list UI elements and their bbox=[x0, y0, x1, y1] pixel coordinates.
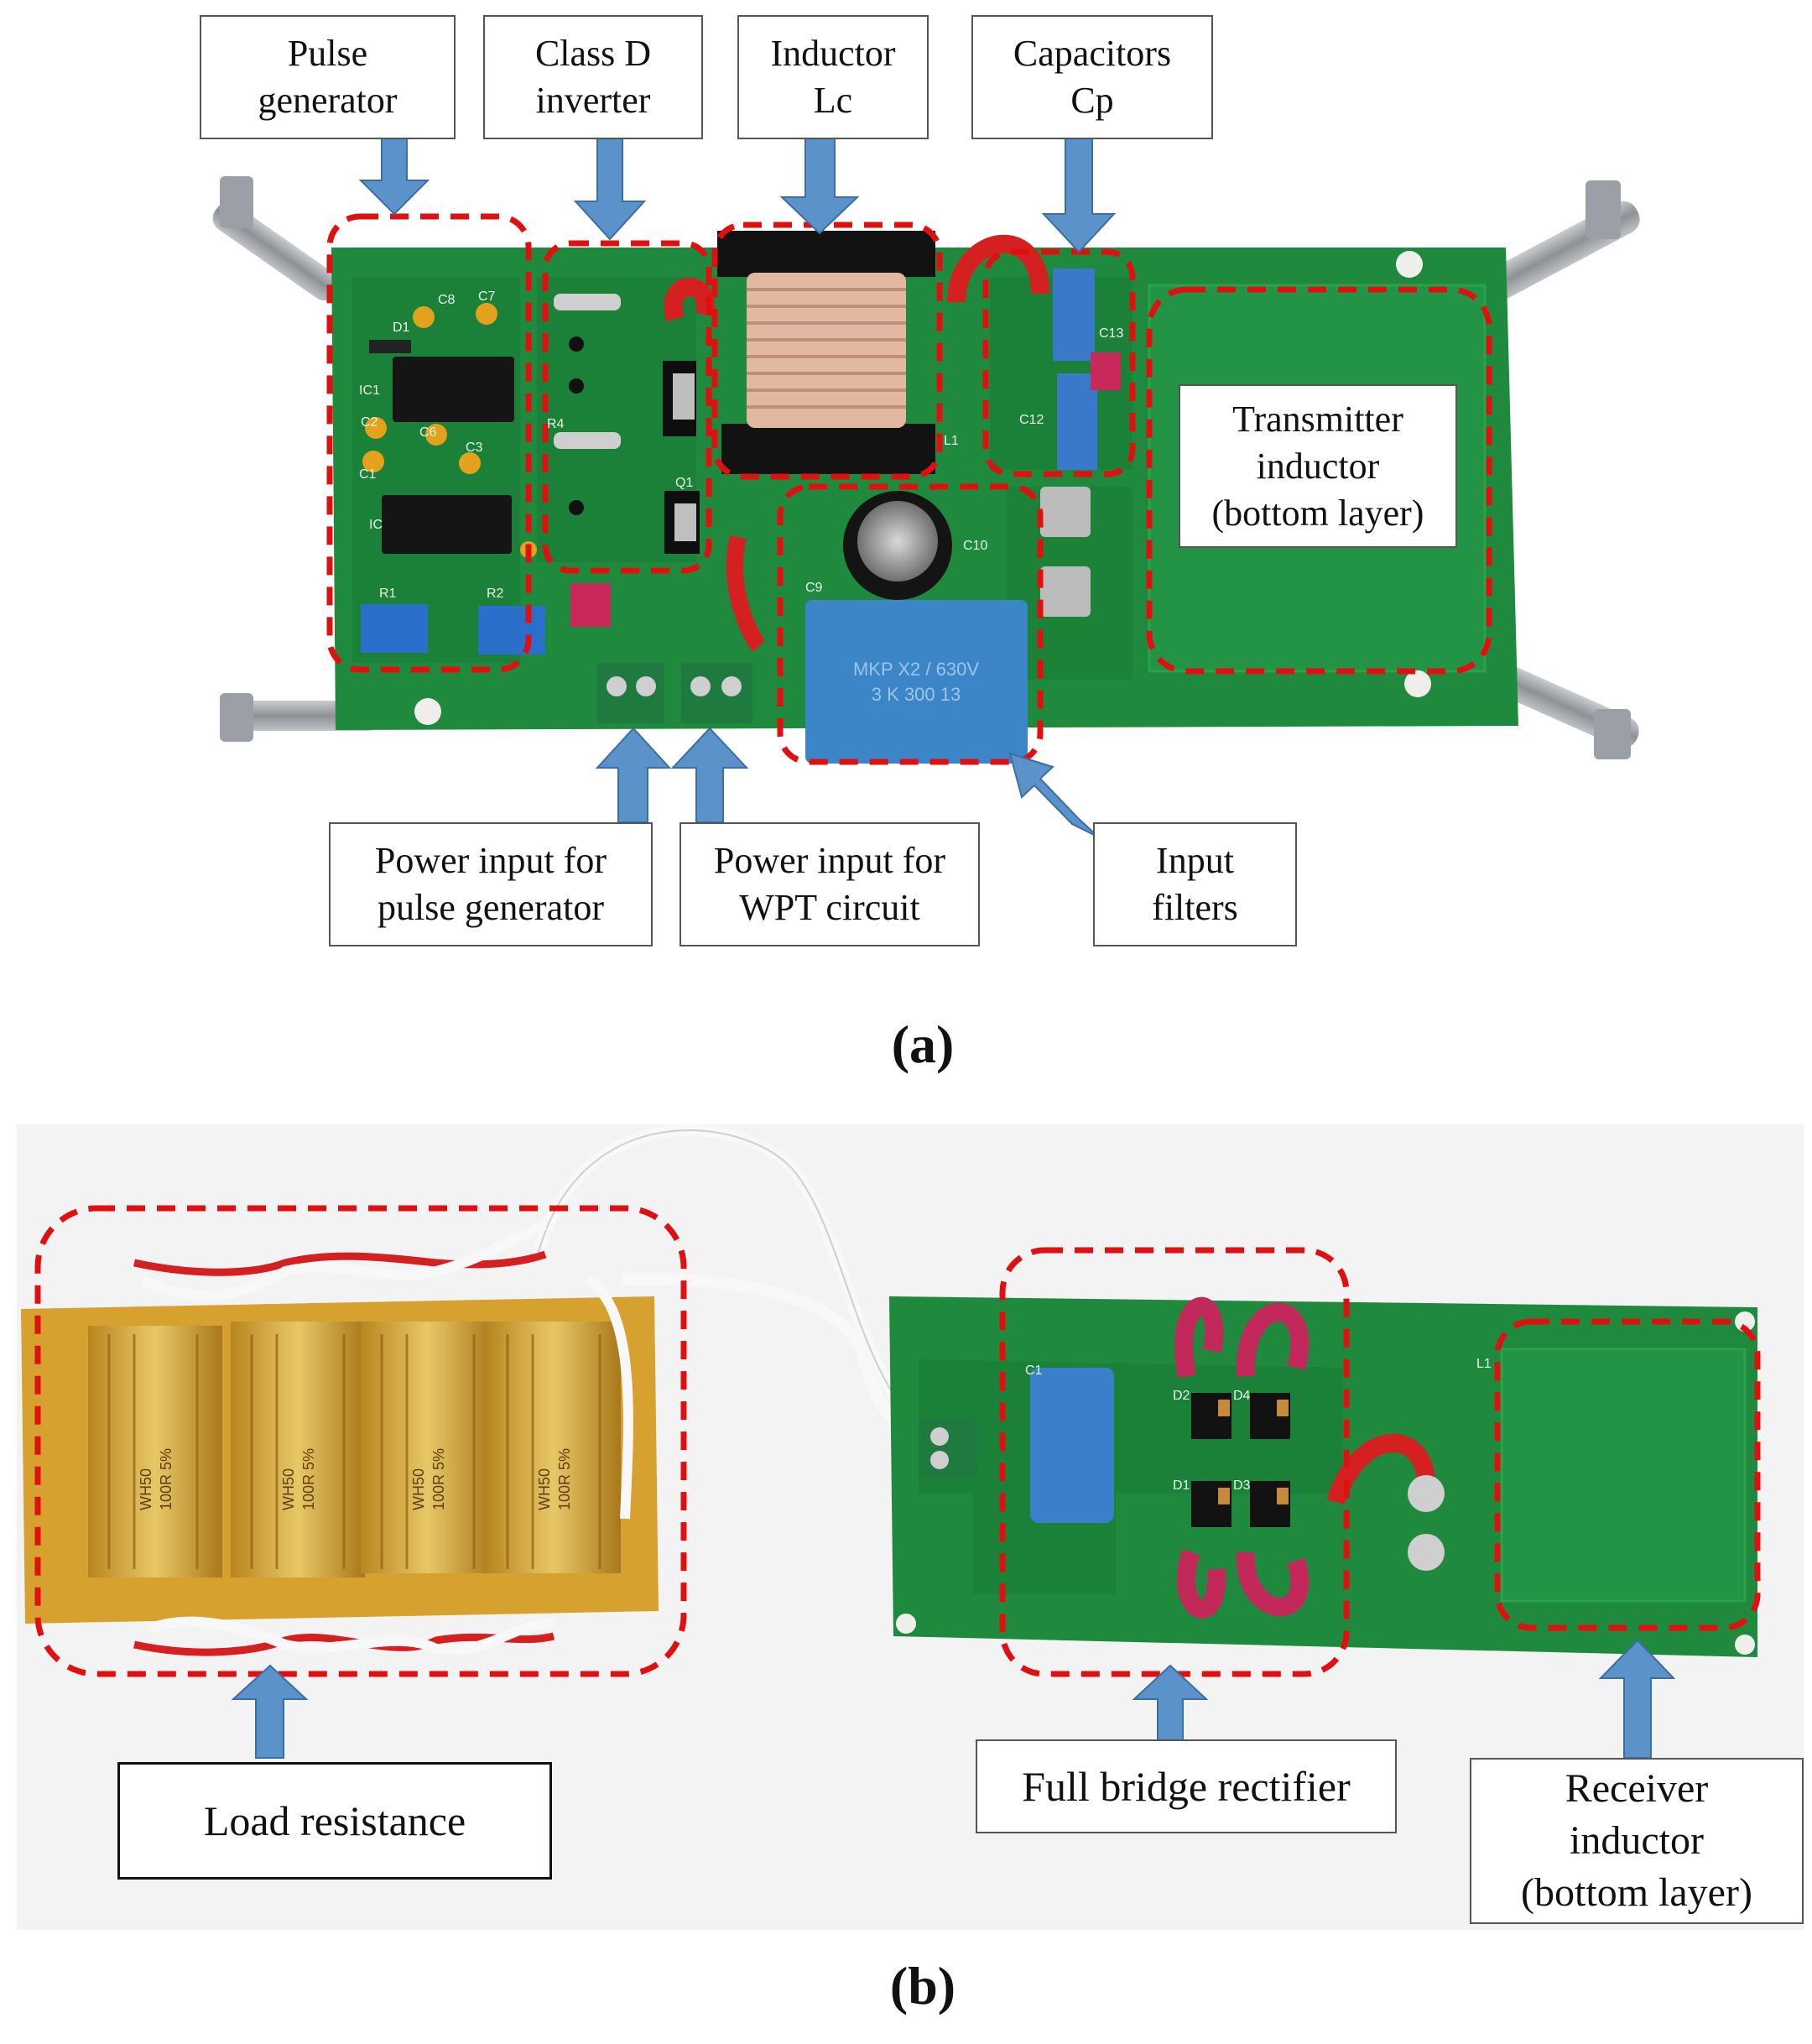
region-load-resistance bbox=[34, 1205, 687, 1677]
silkscreen-label: C1 bbox=[359, 467, 377, 482]
resistor-marking: WH50 bbox=[536, 1468, 553, 1510]
arrow-pulse-generator bbox=[358, 138, 430, 216]
arrow-inductor-lc bbox=[779, 138, 860, 235]
silkscreen-label: D4 bbox=[1233, 1389, 1251, 1403]
standoff-bottom-right bbox=[1482, 660, 1639, 759]
rectifier-capacitor bbox=[1030, 1368, 1114, 1523]
silkscreen-label: C7 bbox=[478, 289, 496, 304]
region-class-d-inverter bbox=[542, 240, 712, 574]
resistor-marking: 100R 5% bbox=[556, 1448, 573, 1510]
silkscreen-label: IC1 bbox=[359, 383, 380, 398]
standoff-top-right bbox=[1464, 180, 1640, 311]
label-input-filters: Input filters bbox=[1093, 822, 1297, 946]
silkscreen-label: C6 bbox=[419, 425, 437, 440]
ic-chip bbox=[393, 357, 514, 422]
label-full-bridge-rectifier: Full bridge rectifier bbox=[976, 1739, 1397, 1833]
resistor-marking: 100R 5% bbox=[430, 1448, 447, 1510]
region-input-filters bbox=[777, 483, 1044, 765]
arrow-receiver-inductor bbox=[1598, 1639, 1676, 1759]
region-inductor-lc bbox=[711, 222, 943, 480]
input-filter-capacitor bbox=[805, 600, 1028, 764]
panel-b-caption: (b) bbox=[889, 1956, 956, 2015]
standoff-top-left bbox=[212, 176, 341, 301]
terminal-block-pulse bbox=[597, 663, 664, 723]
silkscreen-label: Q1 bbox=[675, 476, 693, 490]
trimmer-r1 bbox=[361, 604, 428, 653]
silkscreen-label: C10 bbox=[963, 539, 987, 553]
arrow-class-d-inverter bbox=[573, 138, 647, 241]
arrow-power-input-pulse bbox=[595, 727, 672, 823]
load-resistors bbox=[88, 1322, 621, 1577]
terminal-block-wpt bbox=[681, 663, 752, 723]
label-pulse-generator: Pulse generator bbox=[200, 15, 456, 139]
label-power-input-wpt: Power input for WPT circuit bbox=[680, 822, 980, 946]
silkscreen-label: C9 bbox=[805, 581, 823, 595]
silkscreen-label: D3 bbox=[1233, 1478, 1251, 1493]
arrow-capacitors-cp bbox=[1041, 138, 1117, 253]
arrow-load-resistance bbox=[231, 1664, 309, 1759]
resistor-marking: WH50 bbox=[138, 1468, 154, 1510]
resistor-marking: 100R 5% bbox=[158, 1448, 174, 1510]
silkscreen-label: C1 bbox=[1025, 1364, 1043, 1378]
region-pulse-generator bbox=[326, 213, 532, 673]
label-power-input-pulse: Power input for pulse generator bbox=[329, 822, 653, 946]
small-capacitors bbox=[362, 303, 537, 558]
resistor-marking: WH50 bbox=[280, 1468, 297, 1510]
label-capacitors-cp: Capacitors Cp bbox=[971, 15, 1213, 139]
silkscreen-label: D2 bbox=[1173, 1389, 1190, 1403]
inductor-lc-component bbox=[717, 231, 935, 474]
resistor-marking: WH50 bbox=[410, 1468, 427, 1510]
silkscreen-label: D1 bbox=[1173, 1478, 1190, 1493]
silkscreen-label: R2 bbox=[487, 587, 504, 601]
trimmer-r2 bbox=[478, 606, 545, 654]
silkscreen-label: C8 bbox=[438, 293, 456, 307]
region-capacitors-cp bbox=[982, 248, 1136, 477]
panel-a-arrows bbox=[358, 138, 1117, 838]
capacitor-marking-line2: 3 K 300 13 bbox=[872, 684, 961, 705]
region-transmitter-inductor bbox=[1146, 286, 1492, 675]
panel-a-caption: (a) bbox=[891, 1014, 955, 1074]
silkscreen-label: C2 bbox=[361, 415, 378, 430]
silkscreen-label: L1 bbox=[944, 434, 959, 448]
silkscreen-label: D1 bbox=[393, 321, 410, 335]
label-inductor-lc: Inductor Lc bbox=[737, 15, 929, 139]
silkscreen-label: C13 bbox=[1099, 326, 1123, 341]
arrow-full-bridge-rectifier bbox=[1132, 1664, 1209, 1742]
ic-chip bbox=[382, 495, 512, 554]
panel-b-arrows bbox=[231, 1639, 1676, 1759]
panel-a-highlight-regions bbox=[326, 213, 1492, 765]
resistor-marking: 100R 5% bbox=[300, 1448, 317, 1510]
label-receiver-inductor: Receiver inductor (bottom layer) bbox=[1470, 1758, 1804, 1924]
silkscreen-label: IC bbox=[369, 518, 383, 532]
receiver-inductor-area bbox=[1500, 1348, 1747, 1603]
label-transmitter-inductor: Transmitter inductor (bottom layer) bbox=[1179, 384, 1457, 548]
arrow-power-input-wpt bbox=[670, 727, 749, 823]
silkscreen-label: C12 bbox=[1019, 413, 1044, 427]
label-class-d-inverter: Class D inverter bbox=[483, 15, 703, 139]
region-receiver-inductor bbox=[1494, 1318, 1761, 1631]
label-load-resistance: Load resistance bbox=[117, 1762, 552, 1880]
silkscreen-label: R1 bbox=[379, 587, 397, 601]
arrow-input-filters bbox=[1008, 752, 1100, 838]
silkscreen-label: R4 bbox=[547, 417, 565, 431]
silkscreen-label: C3 bbox=[466, 441, 483, 455]
capacitor-marking-line1: MKP X2 / 630V bbox=[853, 659, 979, 680]
silkscreen-label: L1 bbox=[1476, 1357, 1492, 1371]
